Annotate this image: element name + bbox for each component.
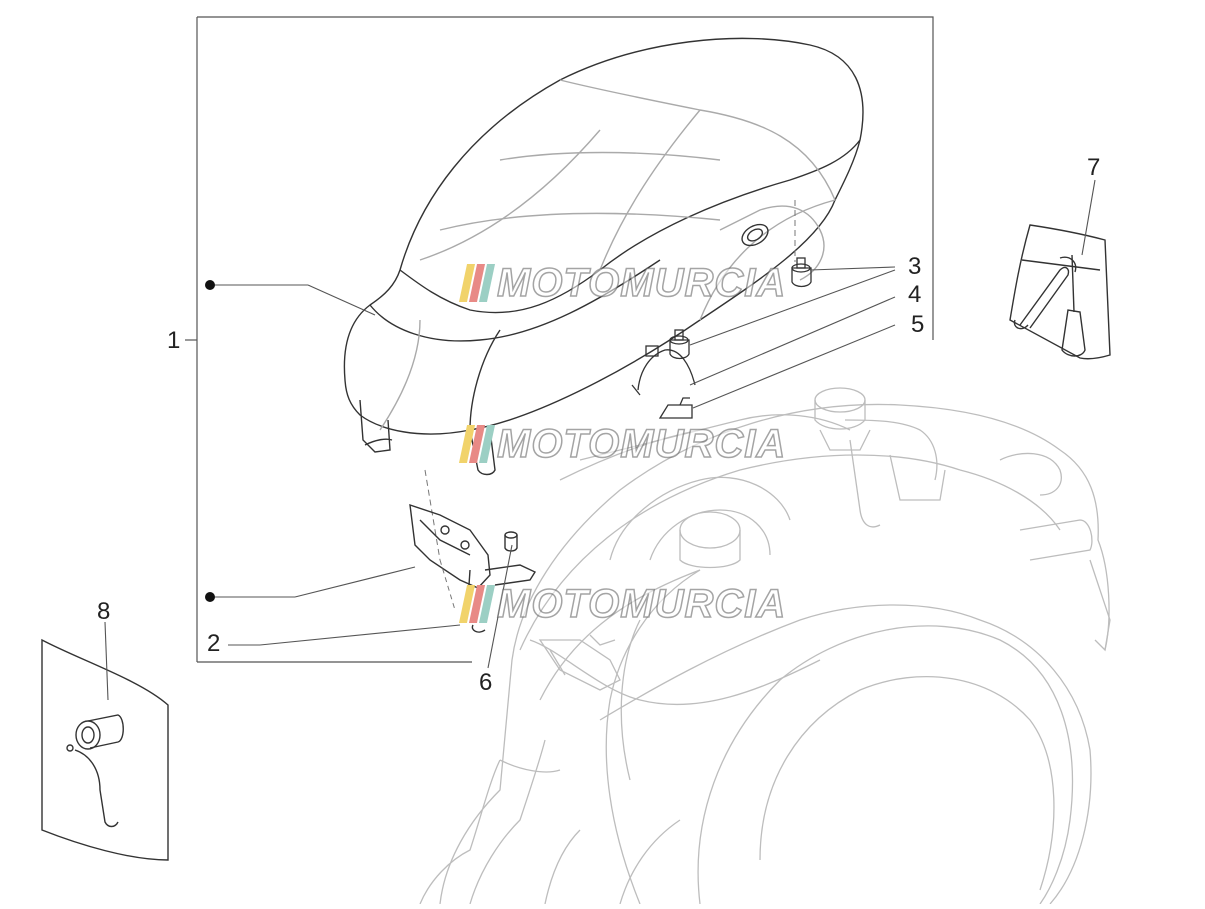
callout-4: 4 xyxy=(908,281,922,308)
lock-kit-bag-illustration xyxy=(41,638,169,861)
scooter-body-illustration xyxy=(419,387,1111,905)
clip-illustration xyxy=(658,397,693,419)
callout-6: 6 xyxy=(479,669,493,696)
callout-5: 5 xyxy=(911,311,925,338)
watermark-bottom: MOTOMURCIA xyxy=(458,582,787,626)
leader-dots xyxy=(205,280,215,602)
watermark-flag xyxy=(458,425,497,463)
watermark-middle: MOTOMURCIA xyxy=(458,422,787,466)
cable-strap-illustration xyxy=(631,345,696,396)
callout-1: 1 xyxy=(167,327,181,354)
callout-7: 7 xyxy=(1087,154,1101,181)
watermark-flag xyxy=(458,585,497,623)
saddle-illustration xyxy=(343,37,864,561)
watermark-text: MOTOMURCIA xyxy=(496,261,787,305)
watermark-flag xyxy=(458,264,497,302)
assembly-frame xyxy=(185,16,934,663)
watermark-text: MOTOMURCIA xyxy=(496,422,787,466)
tool-kit-bag-illustration xyxy=(1009,224,1111,360)
watermark-text: MOTOMURCIA xyxy=(496,582,787,626)
callout-2: 2 xyxy=(207,630,221,657)
leader-lines xyxy=(104,179,1096,701)
callout-8: 8 xyxy=(97,598,111,625)
rubber-buffer-illustration xyxy=(669,257,812,360)
callout-3: 3 xyxy=(908,253,922,280)
watermark-top: MOTOMURCIA xyxy=(458,261,787,305)
